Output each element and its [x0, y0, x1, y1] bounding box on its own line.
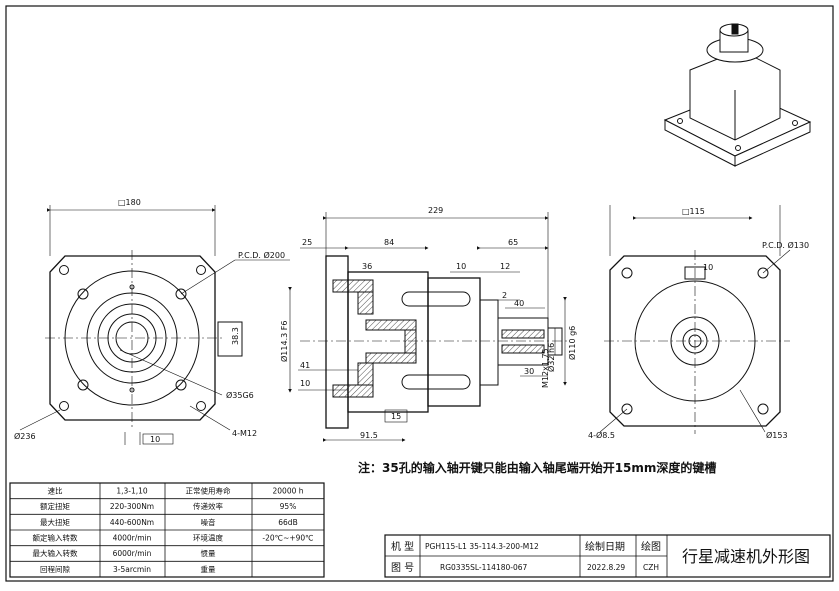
- side-d15-dim: 15: [391, 412, 401, 421]
- rear-square-dim: □115: [682, 207, 705, 216]
- spec-cell: 正常使用寿命: [186, 486, 231, 496]
- drawing-label: 绘图: [641, 540, 661, 553]
- spec-cell: 3-5arcmin: [113, 565, 151, 574]
- side-d84-dim: 84: [384, 238, 394, 247]
- drawing-title: 行星减速机外形图: [682, 547, 810, 566]
- title-block: [384, 534, 831, 578]
- title-block-text: 机 型 PGH115-L1 35-114.3-200-M12 绘制日期 绘图 图…: [391, 540, 810, 574]
- side-d110-dim: Ø110 g6: [567, 326, 577, 360]
- side-d32-dim: Ø32 h6: [546, 343, 556, 372]
- rear-outer-dim: Ø153: [766, 430, 788, 440]
- side-d91-dim: 91.5: [360, 431, 378, 440]
- front-square-dim: □180: [118, 198, 141, 207]
- spec-cell: 额定输入转数: [33, 533, 78, 543]
- spec-cell: 重量: [201, 565, 216, 574]
- rear-pcd-dim: P.C.D. Ø130: [762, 240, 809, 250]
- sheet-border: [5, 5, 834, 582]
- spec-cell: 速比: [48, 486, 63, 496]
- side-d30-dim: 30: [524, 367, 534, 376]
- front-holes-dim: 4-M12: [232, 429, 257, 438]
- side-d40-dim: 40: [514, 299, 524, 308]
- front-key-dim: 38.3: [231, 327, 240, 345]
- drawing-no-label: 图 号: [391, 562, 414, 574]
- spec-table: [9, 482, 325, 578]
- side-d41-dim: 41: [300, 361, 310, 370]
- spec-cell: 噪音: [201, 517, 216, 527]
- front-view-dimensions: □180 P.C.D. Ø200 38.3 Ø35G6 Ø236 4-M12 1…: [14, 198, 285, 444]
- side-d25-dim: 25: [302, 238, 312, 247]
- side-d12-dim: 12: [500, 262, 510, 271]
- spec-cell: 440-600Nm: [110, 518, 154, 527]
- side-m12-dim: M12x1.75: [541, 348, 550, 388]
- side-d36-dim: 36: [362, 262, 372, 271]
- drawing-no-value: RG0335SL-114180-067: [440, 563, 528, 572]
- side-total-dim: 229: [428, 206, 443, 215]
- rear-holes-dim: 4-Ø8.5: [588, 430, 615, 440]
- spec-cell: 220-300Nm: [110, 502, 154, 511]
- spec-cell: 1,3-1,10: [116, 487, 148, 496]
- drawing-note: 注：35孔的输入轴开键只能由输入轴尾端开始开15mm深度的键槽: [358, 460, 716, 475]
- side-d2-dim: 2: [502, 291, 507, 300]
- model-value: PGH115-L1 35-114.3-200-M12: [425, 542, 539, 551]
- spec-cell: 最大输入转数: [33, 548, 78, 558]
- rear-key-dim: 10: [703, 263, 713, 272]
- spec-cell: 6000r/min: [113, 549, 152, 558]
- front-bore-dim: Ø35G6: [226, 390, 254, 400]
- front-keywidth-dim: 10: [150, 435, 160, 444]
- spec-cell: 4000r/min: [113, 534, 152, 543]
- spec-table-cells: 速比 1,3-1,10 正常使用寿命 20000 h 额定扭矩 220-300Nm 传递效率…: [33, 486, 314, 574]
- date-value: 2022.8.29: [587, 563, 625, 572]
- side-view: [288, 212, 570, 442]
- model-label: 机 型: [391, 540, 414, 553]
- isometric-view: [663, 23, 812, 167]
- spec-cell: -20℃~+90℃: [262, 534, 313, 543]
- spec-cell: 95%: [280, 502, 297, 511]
- side-d10b-dim: 10: [300, 379, 310, 388]
- front-pcd-dim: P.C.D. Ø200: [238, 250, 285, 260]
- side-d114-dim: Ø114.3 F6: [279, 321, 289, 362]
- drawn-date-label: 绘制日期: [585, 540, 625, 553]
- side-d10a-dim: 10: [456, 262, 466, 271]
- rear-view: [599, 205, 791, 434]
- spec-cell: 最大扭矩: [40, 517, 70, 527]
- front-view: [19, 205, 290, 445]
- side-view-dimensions: 229 25 84 65 36 10 12 2 40 30 41 10 15 9…: [279, 206, 577, 440]
- spec-cell: 额定扭矩: [40, 501, 70, 511]
- front-outer-dim: Ø236: [14, 431, 36, 441]
- spec-cell: 66dB: [278, 518, 297, 527]
- drawer-value: CZH: [643, 563, 659, 572]
- side-d65-dim: 65: [508, 238, 518, 247]
- spec-cell: 20000 h: [273, 487, 304, 496]
- spec-cell: 回程间隙: [40, 565, 70, 574]
- rear-view-dimensions: □115 P.C.D. Ø130 10 4-Ø8.5 Ø153: [588, 207, 809, 440]
- spec-cell: 传递效率: [193, 501, 223, 511]
- spec-cell: 惯量: [201, 548, 216, 558]
- spec-cell: 环境温度: [193, 533, 223, 543]
